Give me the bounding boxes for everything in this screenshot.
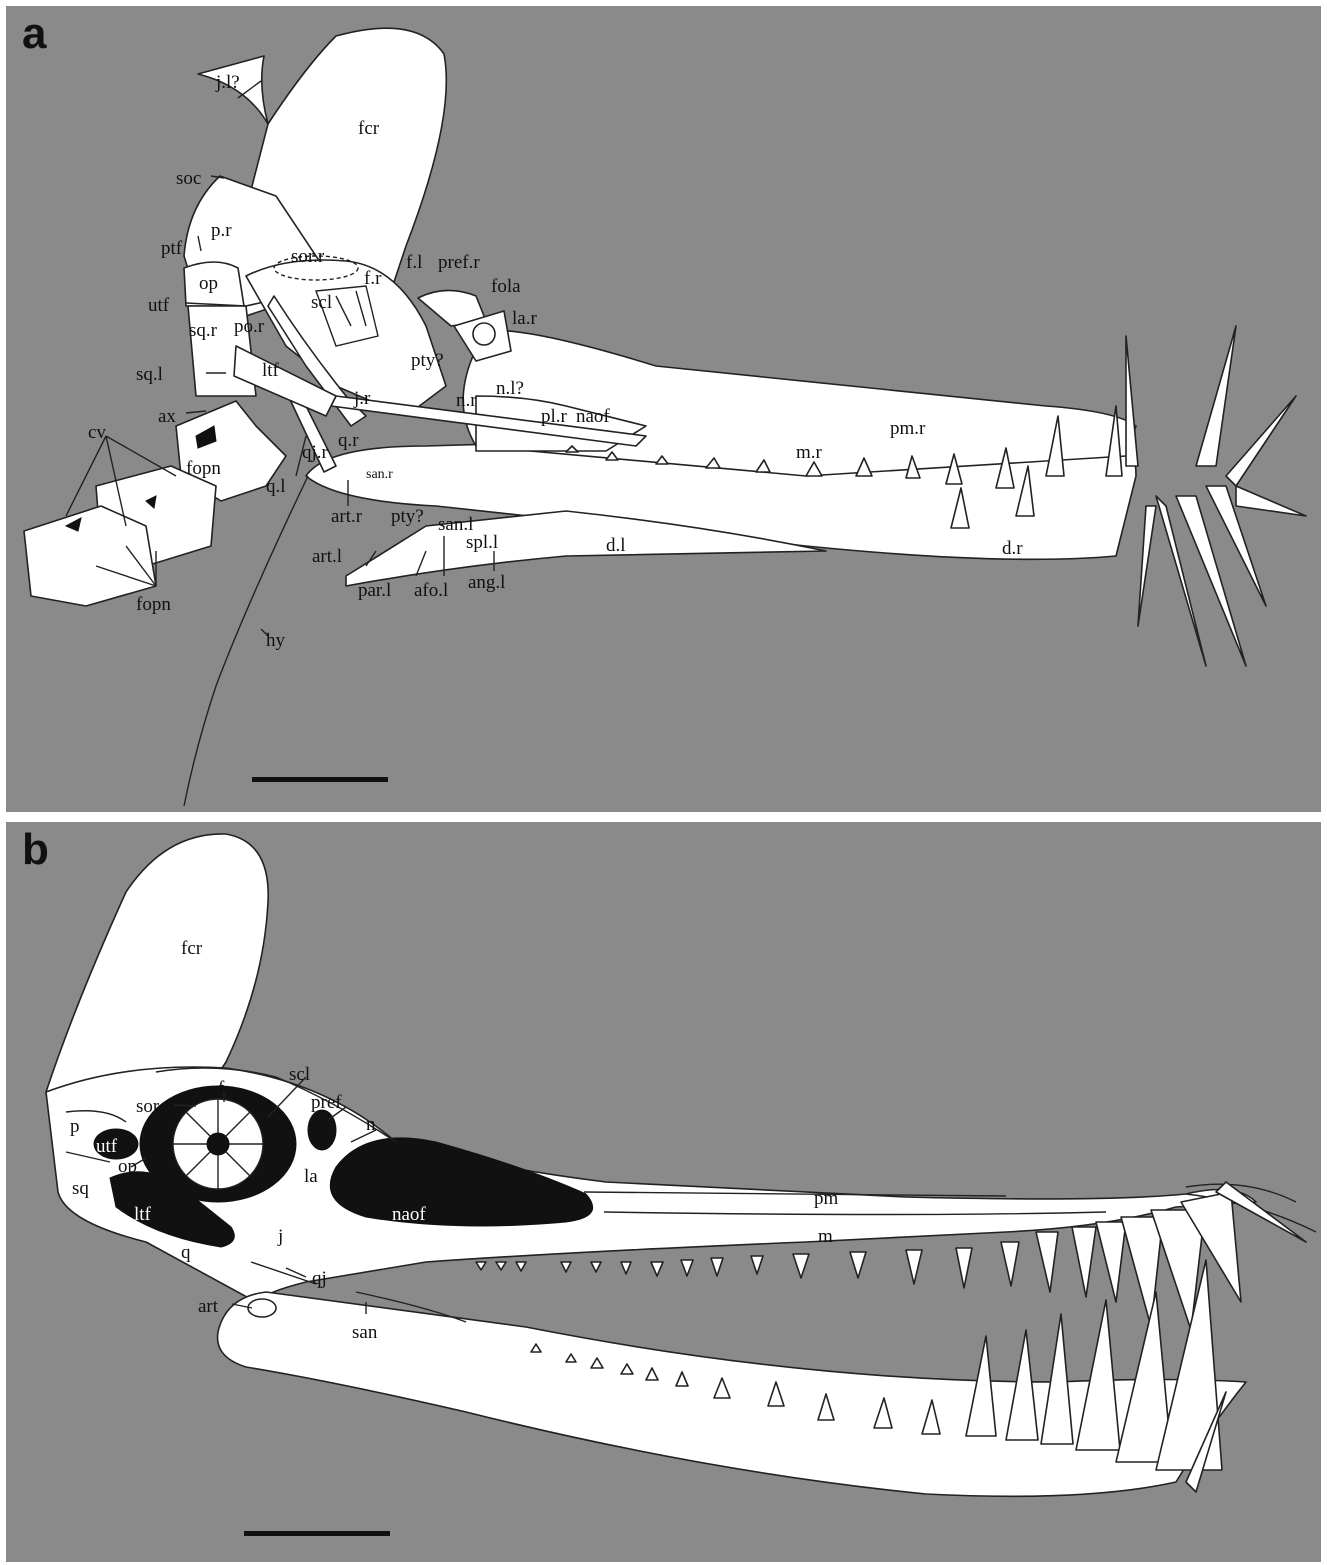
label-b-san: san: [352, 1322, 378, 1343]
label-qr: q.r: [338, 430, 359, 451]
label-qjr: qj.r: [302, 442, 329, 463]
label-ax: ax: [158, 406, 176, 427]
scale-bar-b: [244, 1531, 390, 1536]
label-artl: art.l: [312, 546, 342, 567]
label-mr: m.r: [796, 442, 823, 463]
label-sql: sq.l: [136, 364, 163, 385]
label-ql: q.l: [266, 476, 286, 497]
fola-foramen: [473, 323, 495, 345]
label-ltf: ltf: [262, 360, 280, 381]
label-hy: hy: [266, 630, 286, 651]
label-fola: fola: [491, 276, 521, 297]
label-b-qj: qj: [312, 1268, 327, 1289]
label-b-m: m: [818, 1226, 833, 1247]
label-spll: spl.l: [466, 532, 498, 553]
label-b-pm: pm: [814, 1188, 839, 1209]
label-pmr: pm.r: [890, 418, 926, 439]
label-afol: afo.l: [414, 580, 448, 601]
label-b-naof: naof: [392, 1204, 426, 1225]
label-angl: ang.l: [468, 572, 505, 593]
label-fcr: fcr: [358, 118, 380, 139]
label-pty2: pty?: [391, 506, 424, 527]
la-fenestra: [308, 1110, 336, 1150]
label-jl: j.l?: [215, 72, 240, 93]
cervical-vertebra-3: [24, 506, 156, 606]
label-b-p: p: [70, 1116, 80, 1137]
panel-b-drawing: fcr scl sor f pref n p utf op la sq ltf …: [6, 822, 1321, 1562]
label-sqr: sq.r: [189, 320, 218, 341]
label-b-j: j: [277, 1226, 283, 1247]
label-fr: f.r: [364, 268, 382, 289]
label-pr: p.r: [211, 220, 232, 241]
pupil: [207, 1133, 229, 1155]
label-soc: soc: [176, 168, 201, 189]
label-b-op: op: [118, 1156, 137, 1177]
label-fopn1: fopn: [186, 458, 221, 479]
label-cv: cv: [88, 422, 106, 443]
label-dr: d.r: [1002, 538, 1023, 559]
label-sanr: san.r: [366, 467, 393, 482]
label-sorr: sor.r: [291, 246, 325, 267]
label-plr: pl.r: [541, 406, 568, 427]
naof-fenestra: [330, 1138, 592, 1226]
scale-bar-a: [252, 777, 388, 782]
label-fl: f.l: [406, 252, 422, 273]
label-b-pref: pref: [311, 1092, 342, 1113]
label-op: op: [199, 273, 218, 294]
label-artr: art.r: [331, 506, 363, 527]
label-utf: utf: [148, 295, 170, 316]
label-b-utf: utf: [96, 1136, 118, 1157]
panel-a-drawing: j.l? fcr soc p.r ptf op sor.r f.r f.l pr…: [6, 6, 1321, 812]
label-nl: n.l?: [496, 378, 524, 399]
label-lar: la.r: [512, 308, 537, 329]
label-naof: naof: [576, 406, 610, 427]
label-b-fcr: fcr: [181, 938, 203, 959]
articular-b: [248, 1299, 276, 1317]
label-fopn2: fopn: [136, 594, 171, 615]
label-b-ltf: ltf: [134, 1204, 152, 1225]
label-b-scl: scl: [289, 1064, 310, 1085]
label-b-sq: sq: [72, 1178, 89, 1199]
label-nr: n.r: [456, 390, 477, 411]
label-ptf: ptf: [161, 238, 183, 259]
label-b-n: n: [366, 1114, 376, 1135]
label-por: po.r: [234, 316, 265, 337]
panel-a: a: [6, 6, 1321, 812]
label-prefr: pref.r: [438, 252, 480, 273]
label-b-sor: sor: [136, 1096, 160, 1117]
label-b-f: f: [218, 1078, 225, 1099]
label-parl: par.l: [358, 580, 391, 601]
panel-b: b: [6, 822, 1321, 1562]
label-b-la: la: [304, 1166, 318, 1187]
label-b-art: art: [198, 1296, 219, 1317]
label-scl: scl: [311, 292, 332, 313]
label-dl: d.l: [606, 535, 626, 556]
label-pty1: pty?: [411, 350, 444, 371]
label-jr: j.r: [353, 388, 371, 409]
label-b-q: q: [181, 1242, 191, 1263]
